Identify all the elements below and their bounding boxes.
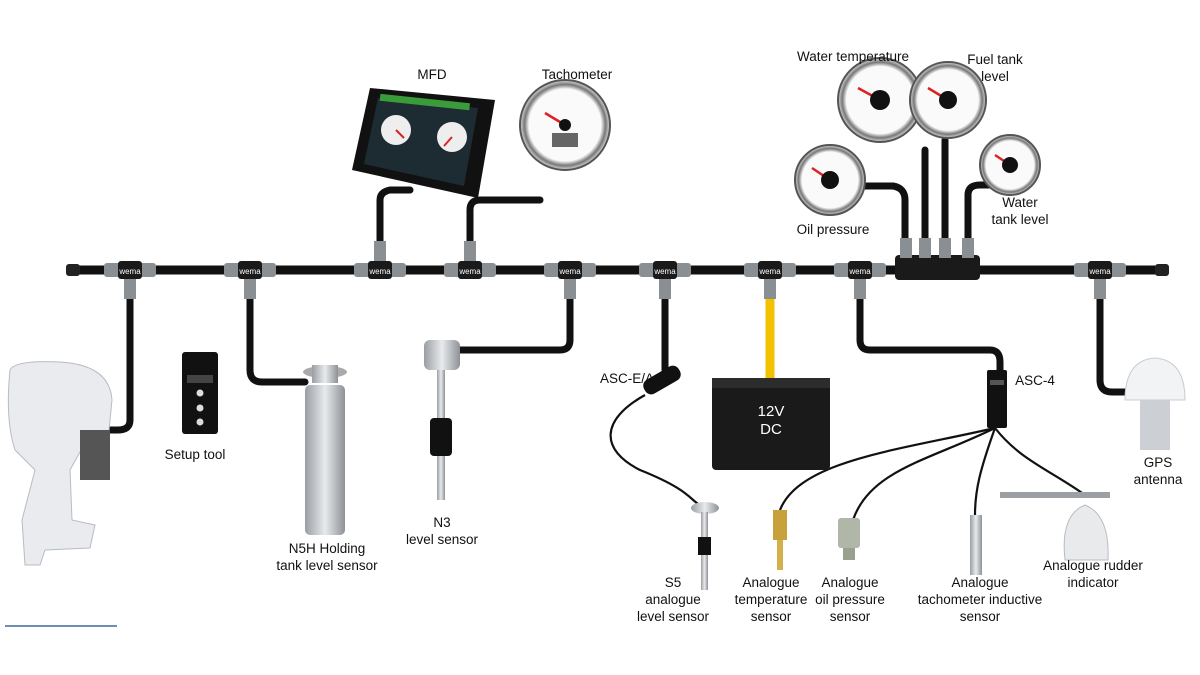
tee-connector: wema bbox=[834, 261, 886, 299]
setup-tool bbox=[182, 352, 218, 434]
mfd-display bbox=[352, 88, 495, 198]
asc4-device bbox=[987, 370, 1007, 428]
outboard-engine bbox=[7, 361, 113, 566]
label-tachometer: Tachometer bbox=[541, 67, 613, 82]
drop-cables bbox=[106, 136, 1134, 434]
svg-text:wema: wema bbox=[368, 267, 391, 276]
tee-connectors: wema wema wema wema wema wema wema wema bbox=[104, 241, 1126, 299]
sensor-wires bbox=[609, 394, 1086, 521]
rudder-indicator bbox=[1000, 492, 1110, 561]
tee-connector: wema bbox=[104, 261, 156, 299]
svg-text:wema: wema bbox=[238, 267, 261, 276]
svg-text:wema: wema bbox=[1088, 267, 1111, 276]
s5-sensor bbox=[691, 502, 719, 590]
oil-pressure-sensor bbox=[838, 518, 860, 560]
tachometer-gauge bbox=[519, 79, 611, 171]
multi-port-hub bbox=[895, 238, 980, 280]
svg-text:wema: wema bbox=[118, 267, 141, 276]
tee-connector: wema bbox=[1074, 261, 1126, 299]
fuel-tank-level-gauge bbox=[909, 61, 987, 139]
battery bbox=[712, 378, 830, 470]
n3-sensor bbox=[424, 340, 460, 500]
svg-text:wema: wema bbox=[758, 267, 781, 276]
tee-connector: wema bbox=[744, 261, 796, 299]
tee-connector: wema bbox=[544, 261, 596, 299]
tachometer-sensor bbox=[970, 515, 982, 575]
svg-text:wema: wema bbox=[653, 267, 676, 276]
label-setup-tool: Setup tool bbox=[164, 447, 226, 462]
label-water-temperature: Water temperature bbox=[796, 49, 910, 64]
label-mfd: MFD bbox=[417, 67, 447, 82]
water-tank-level-gauge bbox=[979, 134, 1041, 196]
svg-text:wema: wema bbox=[848, 267, 871, 276]
label-asc-ea: ASC-E/A bbox=[599, 371, 655, 386]
asc-ea-device bbox=[643, 365, 681, 395]
tee-connector: wema bbox=[639, 261, 691, 299]
label-asc4: ASC-4 bbox=[1015, 373, 1055, 388]
svg-text:wema: wema bbox=[558, 267, 581, 276]
tee-connector: wema bbox=[444, 241, 496, 279]
n5h-sensor bbox=[303, 365, 347, 535]
label-oil-pressure: Oil pressure bbox=[796, 222, 870, 237]
oil-pressure-gauge bbox=[794, 144, 866, 216]
temperature-sensor bbox=[773, 510, 787, 570]
tee-connector: wema bbox=[354, 241, 406, 279]
gps-antenna bbox=[1124, 357, 1186, 450]
tee-connector: wema bbox=[224, 261, 276, 299]
svg-text:wema: wema bbox=[458, 267, 481, 276]
